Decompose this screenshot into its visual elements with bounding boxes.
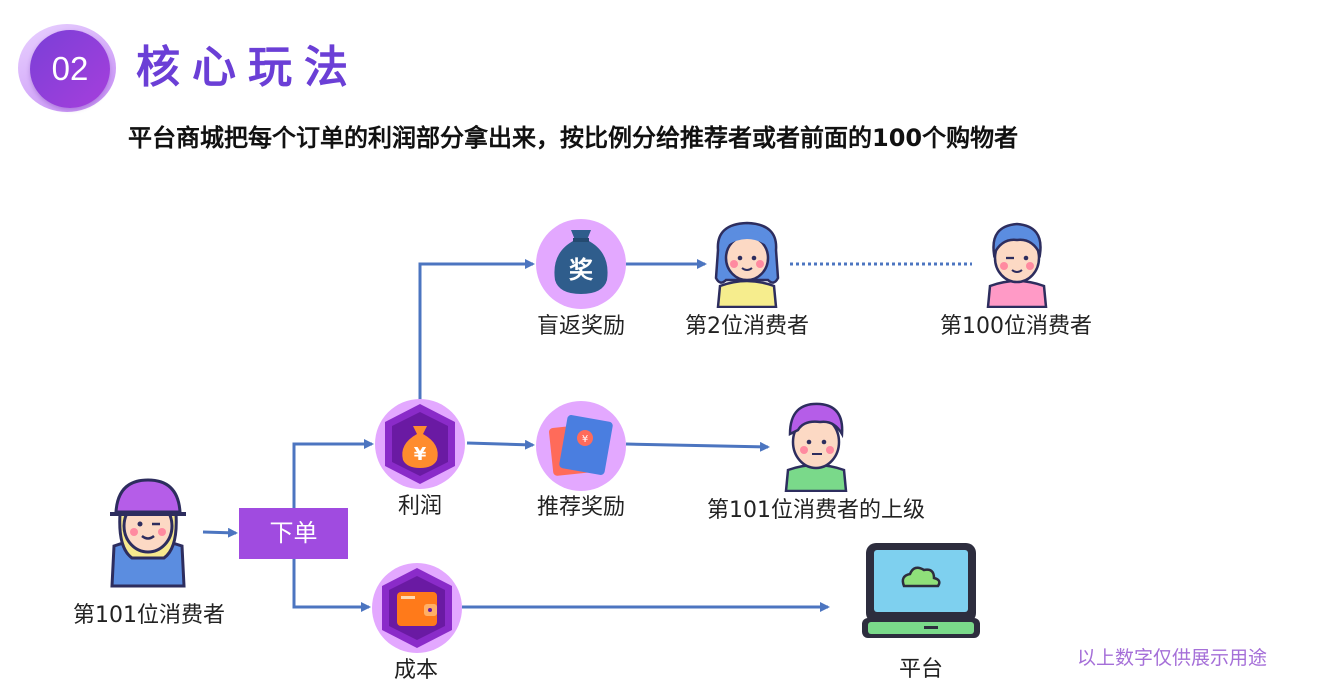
- platform-label: 平台: [898, 657, 944, 682]
- referral-yen-glyph: ¥: [582, 434, 588, 445]
- superior-avatar-icon: [784, 402, 848, 492]
- consumer-2-avatar-icon: [714, 221, 780, 308]
- referral-reward-label: 推荐奖励: [536, 495, 626, 520]
- platform-laptop-icon: [862, 543, 980, 638]
- cost-label: 成本: [393, 658, 439, 683]
- arrow-referral-to-superior: [625, 441, 770, 452]
- place-order-box: 下单: [239, 508, 348, 559]
- consumer-100-avatar-icon: [986, 222, 1048, 308]
- page-title: 核心玩法: [136, 42, 360, 93]
- profit-yen-glyph: ¥: [414, 444, 427, 465]
- reward-glyph: 奖: [569, 256, 594, 284]
- page-subtitle: 平台商城把每个订单的利润部分拿出来，按比例分给推荐者或者前面的100个购物者: [128, 124, 1019, 152]
- consumer-100-label: 第100位消费者: [940, 314, 1092, 339]
- arrow-order-to-cost: [292, 559, 371, 612]
- arrow-profit-to-referral: [466, 439, 535, 450]
- reward-bag-icon: 奖: [536, 219, 626, 309]
- cost-wallet-icon: [372, 563, 462, 653]
- arrow-order-to-profit: [292, 439, 374, 508]
- section-number-badge: 02: [30, 30, 110, 108]
- disclaimer-note: 以上数字仅供展示用途: [1077, 647, 1268, 669]
- profit-label: 利润: [397, 494, 443, 519]
- red-envelope-icon: ¥: [536, 401, 626, 491]
- consumer-101-superior-label: 第101位消费者的上级: [707, 498, 925, 523]
- arrow-consumer-to-order: [202, 527, 238, 538]
- consumer-avatar-icon: [110, 478, 186, 588]
- profit-money-bag-icon: ¥: [375, 399, 465, 489]
- consumer-101-label: 第101位消费者: [73, 603, 225, 628]
- consumer-2-label: 第2位消费者: [685, 314, 809, 339]
- arrow-profit-to-blind: [418, 259, 535, 400]
- blind-rebate-reward-label: 盲返奖励: [536, 314, 626, 339]
